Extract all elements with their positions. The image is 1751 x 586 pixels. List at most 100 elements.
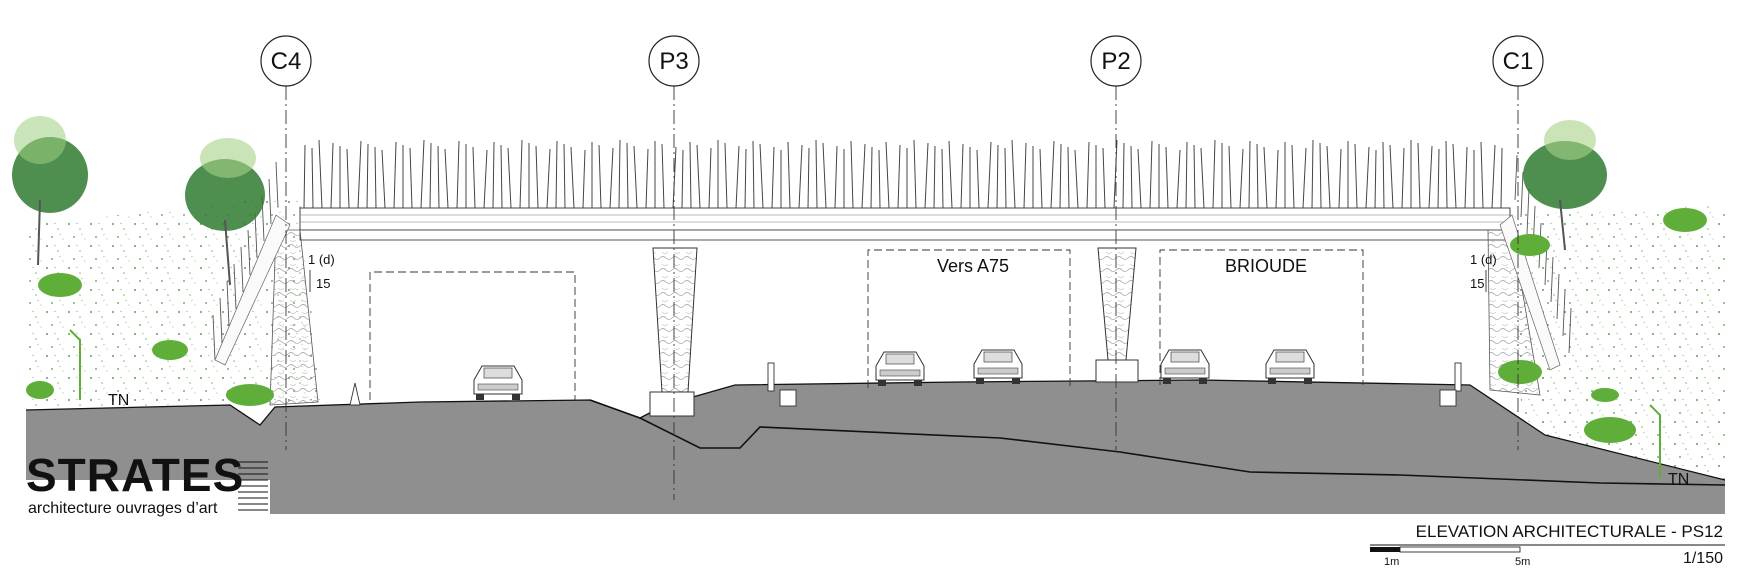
railing-slat <box>870 146 873 209</box>
railing-slat <box>1050 140 1055 209</box>
railing-slat <box>633 145 638 209</box>
railing-slat <box>311 147 314 209</box>
railing-slat <box>357 140 362 209</box>
railing-slat <box>759 143 764 209</box>
substratum-line <box>589 399 1726 486</box>
railing-slat <box>456 140 460 209</box>
railing-slat <box>1354 143 1358 209</box>
railing-slat <box>420 139 425 209</box>
railing-slat <box>735 145 740 209</box>
railing-slat <box>1176 149 1181 209</box>
abutment-c4 <box>214 214 319 406</box>
railing-slat <box>681 149 684 209</box>
railing-slat <box>409 147 413 209</box>
railing-slat <box>924 142 929 209</box>
bridge-deck <box>299 207 1511 241</box>
railing-slat <box>822 142 827 209</box>
railing-slat <box>1011 139 1016 209</box>
railing-slat <box>897 144 901 209</box>
railing-slat <box>1389 144 1394 209</box>
railing-slat <box>1130 145 1133 209</box>
railing-slat <box>233 263 237 310</box>
railing-slat <box>696 144 701 209</box>
railing-slat <box>708 147 712 209</box>
railing-slat <box>555 140 558 209</box>
railing-slat <box>1556 273 1560 320</box>
railing-slat <box>1113 139 1118 209</box>
railing-slat <box>1480 141 1484 209</box>
railing-slat <box>1452 143 1457 209</box>
railing-slat <box>1437 148 1440 209</box>
railing-slat <box>1275 149 1279 209</box>
railing-slat <box>618 139 621 209</box>
slope-notation-left: 1 (d) 15 <box>308 252 335 292</box>
railing-slat <box>798 144 803 209</box>
railing-slat <box>374 146 377 209</box>
railing-slat <box>546 148 551 209</box>
railing-slat <box>429 142 432 209</box>
railing-slat <box>609 147 614 209</box>
railing-slat <box>212 314 216 361</box>
railing-slat <box>1526 188 1530 235</box>
timber-railing <box>212 139 1572 361</box>
railing-slat <box>834 145 838 209</box>
axis-bubble-p3 <box>648 35 700 87</box>
railing-slat <box>492 141 495 209</box>
drawing-scale: 1/150 <box>1682 550 1723 567</box>
railing-slat <box>563 143 566 209</box>
railing-slat <box>1500 147 1503 209</box>
railing-slat <box>861 143 866 209</box>
railing-slat <box>807 147 810 209</box>
railing-slat <box>268 178 272 225</box>
railing-slat <box>1464 146 1468 209</box>
railing-slat <box>933 145 936 209</box>
railing-slat <box>1263 146 1268 209</box>
railing-slat <box>1228 145 1232 209</box>
railing-slat <box>672 146 677 209</box>
railing-slat <box>303 144 306 209</box>
railing-slat <box>318 139 323 209</box>
railing-slat <box>976 149 980 209</box>
railing-slat <box>240 246 244 293</box>
drawing-title: ELEVATION ARCHITECTURALE - PS12 <box>1415 522 1723 541</box>
railing-slat <box>1514 154 1518 201</box>
railing-slat <box>752 140 755 209</box>
railing-slat <box>626 142 629 209</box>
svg-text:15: 15 <box>1470 276 1484 291</box>
railing-slat <box>483 149 488 209</box>
axis-label-p3: P3 <box>659 48 688 75</box>
railing-slat <box>381 149 386 209</box>
railing-slat <box>437 145 440 209</box>
axis-label-p2: P2 <box>1101 48 1130 75</box>
railing-slat <box>1302 147 1307 209</box>
svg-text:15: 15 <box>316 276 330 291</box>
pier-p3 <box>649 247 698 417</box>
railing-slat <box>1248 140 1251 209</box>
railing-slat <box>444 148 449 209</box>
railing-slat <box>598 144 602 209</box>
railing-slat <box>744 148 747 209</box>
railing-slat <box>1520 171 1524 218</box>
railing-slat <box>275 161 279 208</box>
railing-slat <box>689 141 692 209</box>
car <box>473 365 523 400</box>
railing-slat <box>1291 144 1295 209</box>
railing-slat <box>645 148 649 209</box>
railing-slat <box>1004 147 1007 209</box>
railing-slat <box>885 141 890 209</box>
railing-slat <box>787 141 791 209</box>
railing-slat <box>1212 139 1216 209</box>
railing-slat <box>1550 256 1554 303</box>
car <box>973 349 1023 384</box>
railing-slat <box>366 143 369 209</box>
marker-posts <box>349 362 1462 407</box>
railing-slat <box>1445 140 1448 209</box>
terrain-label-right: TN <box>1668 471 1689 488</box>
brand-hatch-mark <box>238 461 268 511</box>
railing-slat <box>500 144 503 209</box>
tree-cluster-left <box>12 116 274 406</box>
railing-slat <box>1059 143 1062 209</box>
railing-slat <box>1185 141 1188 209</box>
railing-slat <box>1365 146 1370 209</box>
